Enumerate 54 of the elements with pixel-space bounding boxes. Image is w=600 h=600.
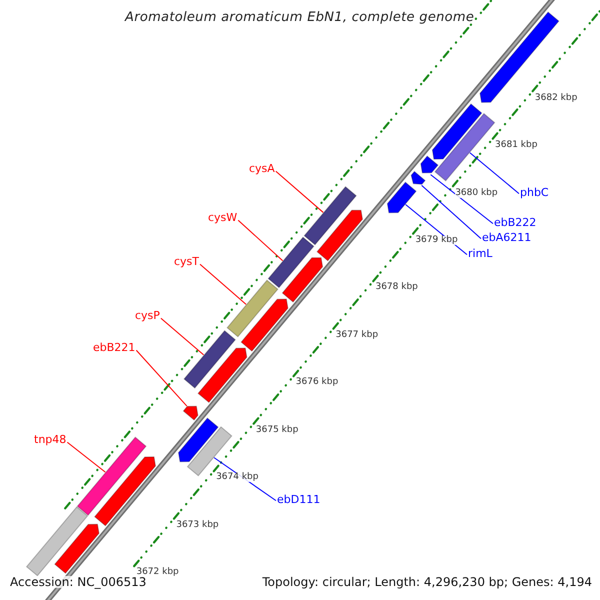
gene-feature (282, 257, 324, 303)
gene-bar (434, 112, 496, 182)
tick-label: 3676 kbp (296, 378, 338, 388)
gene-label: cysP (135, 310, 160, 321)
tick-label: 3681 kbp (495, 141, 538, 150)
leader-line (430, 174, 494, 224)
gene-bar (26, 506, 88, 576)
gene-bar (76, 436, 147, 516)
gene-feature (316, 210, 364, 262)
gene-label: ebB221 (93, 342, 136, 353)
gene-feature (94, 456, 156, 526)
gene-feature (178, 417, 219, 462)
gene-bar (268, 236, 314, 288)
gene-label: cysW (208, 212, 238, 223)
leader-line (200, 264, 247, 305)
gene-label: rimL (468, 248, 492, 259)
gene-bar (304, 186, 357, 246)
gene-bar (183, 330, 236, 389)
tick-label: 3682 kbp (534, 94, 578, 102)
gene-label: ebD111 (277, 494, 320, 505)
tick-label: 3675 kbp (256, 426, 298, 435)
tick-label: 3680 kbp (455, 188, 498, 198)
title: Aromatoleum aromaticum EbN1, complete genome (125, 11, 474, 24)
gene-label: ebB222 (494, 217, 536, 228)
tick-label: 3674 kbp (216, 473, 258, 482)
gene-feature (386, 182, 417, 214)
tick-label: 3672 kbp (136, 568, 179, 578)
gene-label: tnp48 (34, 434, 66, 445)
gene-feature (420, 155, 439, 174)
accession-text: Accession: NC_006513 (10, 576, 146, 588)
gene-feature (240, 298, 288, 352)
gene-feature (410, 170, 426, 185)
gene-feature (479, 11, 560, 103)
leader-line (160, 318, 204, 356)
leader-line (275, 170, 324, 213)
gene-feature (54, 524, 100, 574)
leader-line (238, 220, 284, 262)
tick-label: 3677 kbp (336, 330, 378, 340)
gene-feature (182, 406, 198, 421)
gene-label: phbC (520, 187, 549, 198)
leader-line (66, 442, 106, 473)
gene-label: cysT (174, 256, 200, 267)
genome-summary-text: Topology: circular; Length: 4,296,230 bp; Genes: 4,194 (262, 576, 592, 588)
gene-label: ebA6211 (482, 232, 532, 243)
gene-bar (226, 280, 278, 338)
gene-feature (197, 348, 248, 404)
tick-label: 3673 kbp (176, 520, 219, 530)
leader-line (136, 350, 188, 407)
leader-line (469, 152, 520, 194)
gene-label: cysA (249, 163, 275, 174)
leader-line (421, 184, 482, 240)
tick-label: 3679 kbp (415, 236, 458, 245)
gene-feature (432, 103, 482, 160)
tick-label: 3678 kbp (375, 283, 418, 292)
